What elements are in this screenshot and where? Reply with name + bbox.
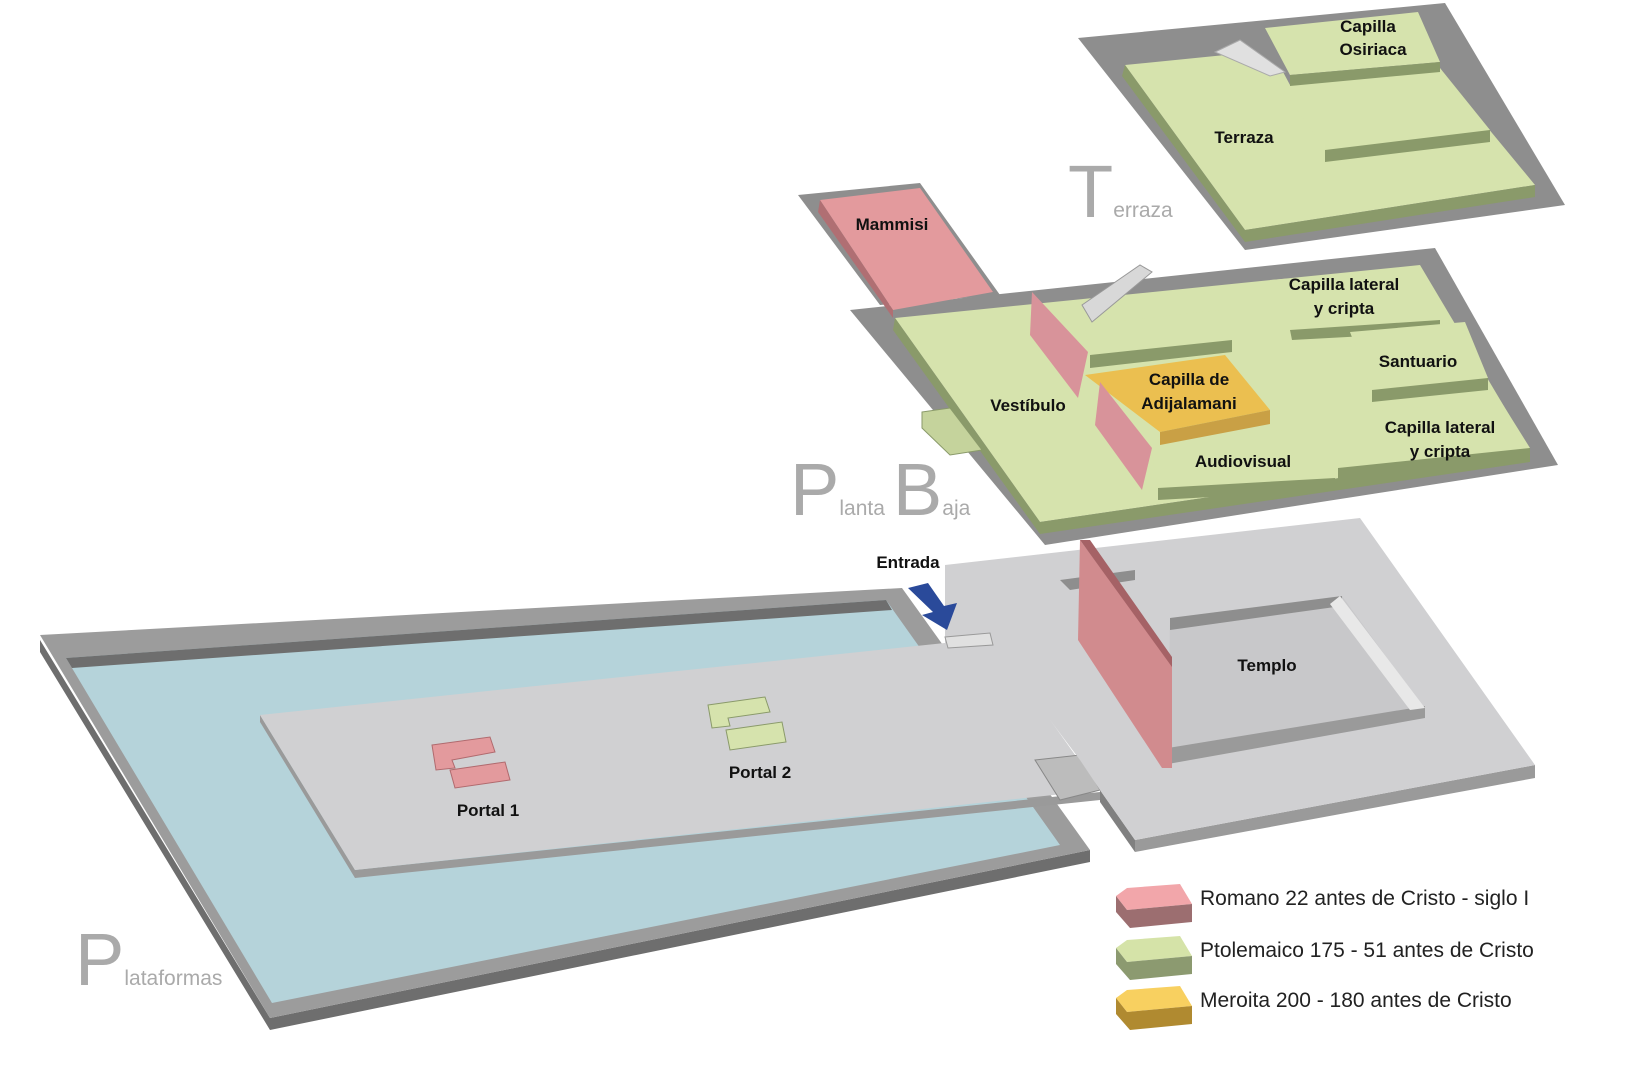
santuario-label: Santuario	[1379, 352, 1457, 371]
roman-wall-1	[1030, 292, 1088, 398]
roman-wall	[1078, 540, 1172, 768]
plataformas-initial: P	[75, 918, 124, 1001]
mammisi	[820, 188, 993, 310]
terrace-block	[1282, 68, 1490, 150]
causeway	[260, 638, 1100, 870]
templo-label: Templo	[1237, 656, 1296, 675]
planta-rest: lanta	[839, 497, 885, 520]
capilla-lateral-1-label-2: y cripta	[1314, 299, 1375, 318]
terrace-level	[1078, 3, 1565, 250]
osiriaca-label-1: Capilla	[1340, 17, 1396, 36]
baja-rest: aja	[942, 497, 970, 520]
terraza-title: Terraza	[1068, 150, 1173, 233]
legend-label-meroita: Meroita 200 - 180 antes de Cristo	[1200, 989, 1512, 1012]
terraza-initial: T	[1068, 150, 1113, 233]
legend-item-meroita: Meroita 200 - 180 antes de Cristo	[1116, 986, 1512, 1030]
capilla-adijalamani	[1085, 355, 1270, 432]
mammisi-label: Mammisi	[856, 215, 929, 234]
adijalamani-label-1: Capilla de	[1149, 370, 1229, 389]
capilla-lateral-1	[1270, 268, 1440, 330]
room-block	[1085, 310, 1232, 355]
terraza-label: Terraza	[1214, 128, 1274, 147]
portal-2	[707, 696, 787, 751]
pool-inner-wall	[66, 600, 892, 668]
temple-platform: Templo	[945, 518, 1535, 852]
legend-label-romano: Romano 22 antes de Cristo - siglo I	[1200, 887, 1529, 910]
entrance-arrow-icon	[908, 583, 957, 630]
capilla-lateral-2-label-1: Capilla lateral	[1385, 418, 1496, 437]
vestibulo-label: Vestíbulo	[990, 396, 1066, 415]
planta-initial: P	[790, 448, 839, 531]
capilla-osiriaca	[1265, 12, 1440, 75]
portal-1	[431, 736, 511, 789]
entrada-label: Entrada	[876, 553, 940, 572]
legend-item-romano: Romano 22 antes de Cristo - siglo I	[1116, 884, 1529, 928]
portal-1-label: Portal 1	[457, 801, 519, 820]
legend-item-ptolemaico: Ptolemaico 175 - 51 antes de Cristo	[1116, 936, 1534, 980]
audiovisual-label: Audiovisual	[1195, 452, 1291, 471]
plataformas-rest: lataformas	[124, 967, 222, 990]
ground-floor-level	[798, 183, 1558, 545]
audiovisual	[1150, 428, 1335, 488]
portal-2-label: Portal 2	[729, 763, 791, 782]
baja-initial: B	[893, 448, 942, 531]
platforms-level: Portal 1 Portal 2	[40, 588, 1101, 1030]
stairs-icon	[1081, 264, 1153, 323]
capilla-lateral-2	[1338, 400, 1530, 468]
terrace-stairs-icon	[1213, 39, 1287, 77]
osiriaca-label-2: Osiriaca	[1339, 40, 1407, 59]
adijalamani-label-2: Adijalamani	[1141, 394, 1236, 413]
legend-label-ptolemaico: Ptolemaico 175 - 51 antes de Cristo	[1200, 939, 1534, 962]
roman-wall-2	[1095, 382, 1152, 490]
plataformas-title: Plataformas	[75, 918, 222, 1001]
terraza-rest: erraza	[1113, 199, 1173, 222]
legend: Romano 22 antes de Cristo - siglo I Ptol…	[1116, 884, 1534, 1030]
santuario	[1350, 322, 1488, 390]
entrance-path	[944, 632, 994, 649]
planta-baja-title: Planta Baja	[790, 448, 971, 531]
capilla-lateral-2-label-2: y cripta	[1410, 442, 1471, 461]
capilla-lateral-1-label-1: Capilla lateral	[1289, 275, 1400, 294]
